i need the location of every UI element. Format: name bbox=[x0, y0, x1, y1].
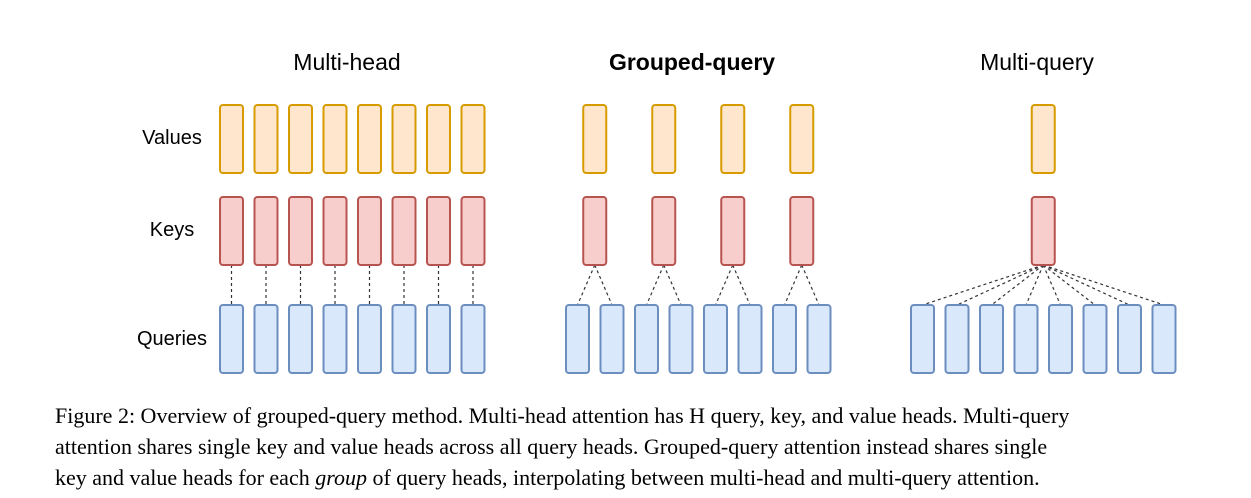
query-head bbox=[219, 304, 244, 374]
caption-line-3-end: of query heads, interpolating between mu… bbox=[366, 465, 1040, 490]
query-head bbox=[391, 304, 417, 374]
query-head bbox=[288, 304, 313, 374]
query-head bbox=[565, 304, 590, 374]
connector-line bbox=[1043, 264, 1165, 306]
connector-line bbox=[956, 264, 1044, 306]
connector-line bbox=[783, 264, 803, 306]
row-label-keys: Keys bbox=[150, 219, 194, 241]
connector-line bbox=[1042, 264, 1096, 306]
connector-line bbox=[663, 264, 682, 306]
query-head bbox=[1013, 304, 1039, 374]
key-head bbox=[322, 196, 348, 266]
query-head bbox=[772, 304, 797, 374]
query-head bbox=[460, 304, 486, 374]
value-head bbox=[253, 104, 279, 174]
panel-title-multi-head: Multi-head bbox=[293, 49, 400, 75]
panel-title-multi-query: Multi-query bbox=[980, 49, 1094, 75]
connectors bbox=[230, 264, 1165, 306]
connector-line bbox=[1042, 264, 1130, 306]
value-head bbox=[789, 104, 815, 174]
caption-line-3-start: key and value heads for each bbox=[55, 465, 316, 490]
query-head bbox=[322, 304, 348, 374]
query-head bbox=[1117, 304, 1142, 374]
query-head bbox=[737, 304, 763, 374]
row-label-values: Values bbox=[142, 127, 202, 149]
query-head bbox=[944, 304, 970, 374]
query-head bbox=[1151, 304, 1177, 374]
gqa-diagram: Values Keys Queries Multi-head Grouped-q… bbox=[137, 49, 1177, 374]
query-head bbox=[357, 304, 382, 374]
connector-line bbox=[714, 264, 734, 306]
query-head bbox=[426, 304, 451, 374]
key-head bbox=[253, 196, 279, 266]
key-head bbox=[391, 196, 417, 266]
row-label-queries: Queries bbox=[137, 328, 207, 350]
connector-line bbox=[801, 264, 820, 306]
value-head bbox=[288, 104, 313, 174]
query-head bbox=[910, 304, 935, 374]
connector-line bbox=[1025, 264, 1044, 306]
connector-line bbox=[576, 264, 596, 306]
query-head bbox=[634, 304, 659, 374]
key-head bbox=[651, 196, 677, 266]
key-head bbox=[789, 196, 815, 266]
value-head bbox=[219, 104, 244, 174]
connector-line bbox=[1042, 264, 1062, 306]
query-head bbox=[806, 304, 832, 374]
connector-line bbox=[991, 264, 1044, 306]
connector-line bbox=[594, 264, 613, 306]
query-head bbox=[599, 304, 625, 374]
query-head bbox=[703, 304, 728, 374]
caption-line-2: attention shares single key and value he… bbox=[55, 434, 1048, 459]
query-head bbox=[1082, 304, 1108, 374]
key-head bbox=[288, 196, 313, 266]
panel-title-grouped-query: Grouped-query bbox=[609, 49, 775, 75]
key-head bbox=[460, 196, 486, 266]
caption-emphasis-group: group bbox=[315, 465, 367, 490]
key-head bbox=[1030, 196, 1056, 266]
query-head bbox=[1048, 304, 1073, 374]
key-head bbox=[720, 196, 746, 266]
value-head bbox=[426, 104, 451, 174]
value-head bbox=[357, 104, 382, 174]
panel-titles: Multi-head Grouped-query Multi-query bbox=[293, 49, 1094, 75]
query-head bbox=[668, 304, 694, 374]
value-head bbox=[582, 104, 608, 174]
caption-line-1: Figure 2: Overview of grouped-query meth… bbox=[55, 403, 1070, 428]
key-head bbox=[219, 196, 244, 266]
caption-line-3: key and value heads for each group of qu… bbox=[55, 462, 1245, 493]
value-head bbox=[720, 104, 746, 174]
connector-line bbox=[645, 264, 665, 306]
figure-caption: Figure 2: Overview of grouped-query meth… bbox=[55, 400, 1245, 493]
value-head bbox=[391, 104, 417, 174]
key-head bbox=[582, 196, 608, 266]
heads bbox=[219, 104, 1177, 374]
value-head bbox=[1030, 104, 1056, 174]
query-head bbox=[253, 304, 279, 374]
row-labels: Values Keys Queries bbox=[137, 127, 207, 350]
value-head bbox=[322, 104, 348, 174]
connector-line bbox=[922, 264, 1044, 306]
value-head bbox=[651, 104, 677, 174]
key-head bbox=[426, 196, 451, 266]
query-head bbox=[979, 304, 1004, 374]
connector-line bbox=[732, 264, 751, 306]
value-head bbox=[460, 104, 486, 174]
key-head bbox=[357, 196, 382, 266]
